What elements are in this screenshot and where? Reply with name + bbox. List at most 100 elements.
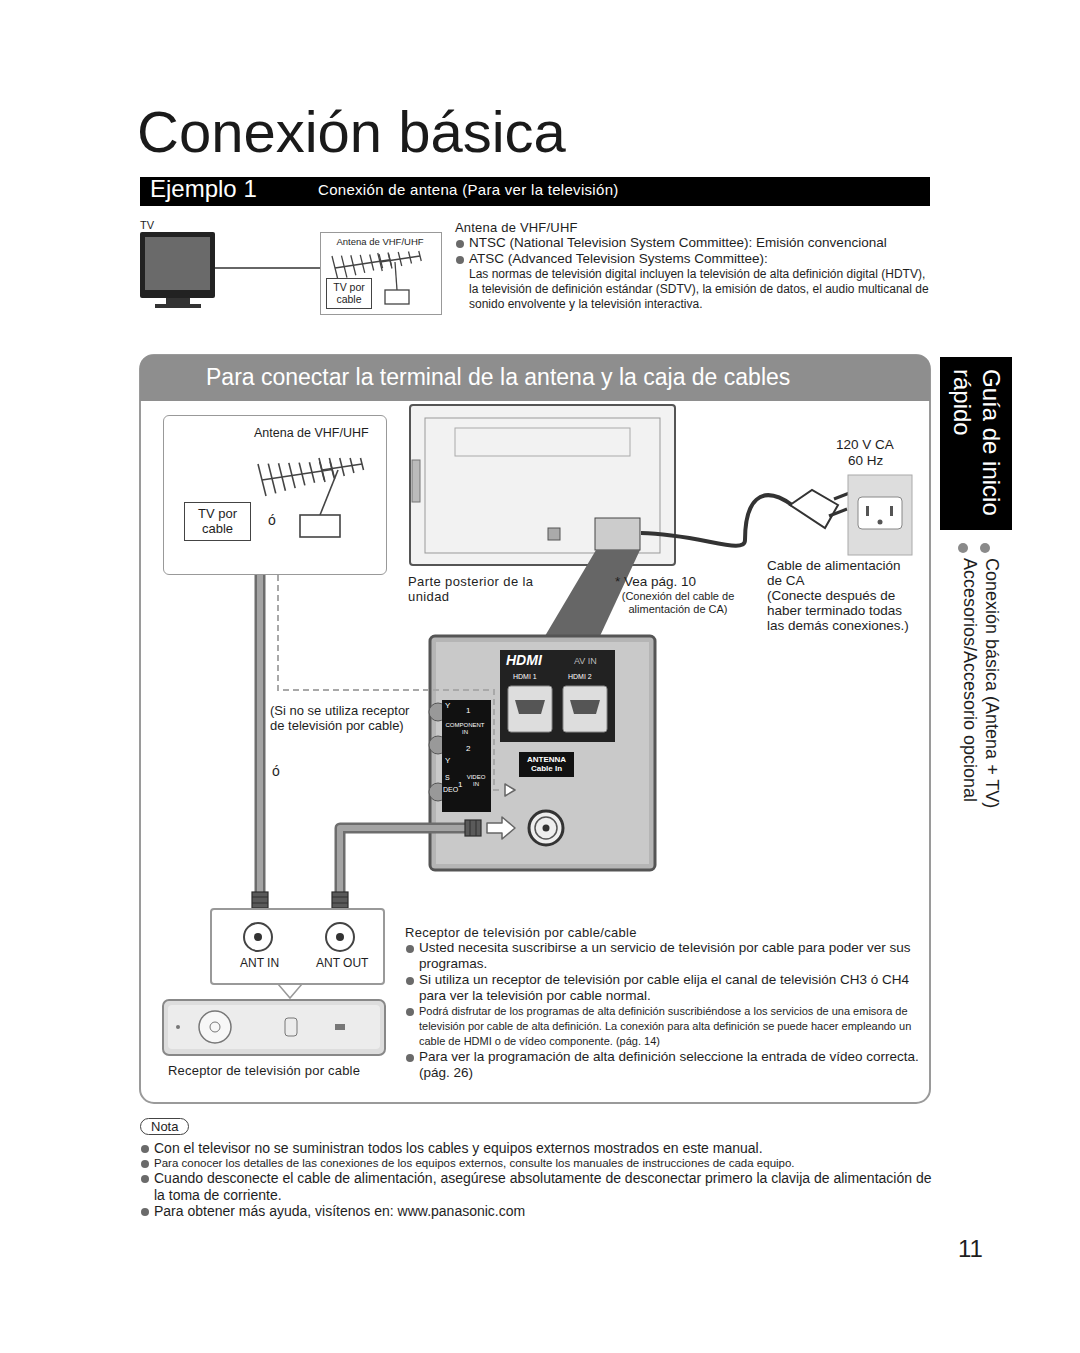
text-group: Con el televisor no se suministran todos… <box>140 1140 940 1220</box>
antenna-small-part <box>332 256 338 280</box>
ant-connectors-part <box>336 933 344 941</box>
label-text: Guía de inicio rápido <box>942 357 1012 530</box>
tv-rear-part <box>412 460 420 502</box>
text-group: Receptor de televisión por cable/cableUs… <box>405 925 927 1081</box>
antenna-big-part <box>258 464 266 496</box>
label-text: HDMI <box>506 652 542 669</box>
hdmi-panel-part-part-part <box>515 700 545 714</box>
cable-receiver-part <box>168 1005 380 1049</box>
hdmi-panel-part-part-part <box>508 686 552 732</box>
label-text: ó <box>272 763 280 780</box>
label-text: S <box>445 774 450 782</box>
coax-cable <box>332 817 515 908</box>
cable-receiver-part <box>163 1000 385 1055</box>
label-text: TV <box>140 219 154 232</box>
antenna-small-part <box>370 255 374 271</box>
callout-box: ANT INANT OUT <box>210 908 385 985</box>
hdmi-panel-part-part <box>508 686 607 732</box>
label-text: Usted necesita suscribirse a un servicio… <box>405 940 927 972</box>
label-text: Si utiliza un receptor de televisión por… <box>405 972 927 1004</box>
label-text: TV por cable <box>187 506 248 537</box>
label-text: DEO <box>443 786 458 794</box>
coax-cable-part <box>252 892 268 908</box>
antenna-small-part <box>360 255 365 273</box>
text-group: * Vea pág. 10(Conexión del cable de alim… <box>603 574 753 616</box>
label-text: HDMI 1 <box>513 673 537 681</box>
wall-outlet-part <box>858 497 902 529</box>
label-text: Para ver la programación de alta definic… <box>405 1049 927 1081</box>
cable-receiver-part <box>335 1024 345 1030</box>
coax-cable-part <box>340 828 481 908</box>
cable-tv-box: TV por cable <box>326 278 372 309</box>
label-text: ATSC (Advanced Television Systems Commit… <box>455 251 933 267</box>
antenna-small-part <box>398 252 402 266</box>
tv-rear-part <box>410 405 675 565</box>
label-text: AV IN <box>574 656 597 667</box>
label-text: (Conecte después de haber terminado toda… <box>767 588 917 633</box>
jack-panel-part <box>436 642 649 864</box>
power-plug <box>641 490 852 546</box>
antenna-terminal-part-part <box>535 817 557 839</box>
coax-cable-part-part <box>252 897 268 898</box>
antenna-big-part <box>361 458 364 470</box>
ant-connectors-part <box>244 923 272 951</box>
label-text: Cable de alimentación de CA <box>767 558 917 588</box>
coax-cable-part <box>257 575 263 908</box>
coax-cable-part-part <box>332 897 348 898</box>
antenna-big-part <box>299 463 305 486</box>
label-text: NTSC (National Television System Committ… <box>455 235 933 251</box>
label-text: 1 <box>466 706 470 715</box>
wall-outlet-part <box>890 506 893 516</box>
antenna-big-part <box>340 458 345 476</box>
tab-band: Guía de inicio rápido <box>940 357 1012 530</box>
tv-rear-part <box>548 528 560 540</box>
label-text: VIDEO IN <box>464 774 488 788</box>
antenna-big-part <box>329 458 334 479</box>
antenna-small-part <box>388 253 392 269</box>
wall-outlet-part <box>878 520 883 525</box>
antenna-big <box>258 458 364 537</box>
label-text: Antena de VHF/UHF <box>254 426 369 441</box>
antenna-small-part <box>395 262 397 290</box>
antenna-big-part <box>319 458 325 482</box>
wall-outlet <box>848 475 912 555</box>
antenna-big-part <box>279 463 286 490</box>
dashed-connector-part <box>505 784 515 796</box>
label-text: Antena de VHF/UHF <box>321 236 439 247</box>
label-text: ANTENNA Cable In <box>519 752 574 777</box>
label-text: Y <box>445 756 450 765</box>
jack-panel-part <box>430 636 655 870</box>
label-text: Para conocer los detalles de las conexio… <box>140 1157 940 1171</box>
coax-cable-part-part <box>465 820 481 836</box>
antenna-small-part <box>409 252 412 264</box>
label-text: Nota <box>151 1119 178 1134</box>
text-group: Antena de VHF/UHFNTSC (National Televisi… <box>455 220 933 312</box>
coax-cable-part-part <box>332 903 348 904</box>
label-text: 2 <box>466 744 470 753</box>
label-text: ó <box>268 512 276 529</box>
coax-cable-part <box>465 820 481 836</box>
bullet-dots-part <box>958 543 968 553</box>
antenna-small-part <box>351 255 356 275</box>
label-text: 60 Hz <box>848 453 883 469</box>
label-text: Receptor de televisión por cable <box>168 1063 360 1078</box>
small-tv-part <box>140 232 215 298</box>
page-title: Conexión básica <box>137 98 566 166</box>
antenna-big-part <box>300 515 340 537</box>
note-pill: Nota <box>140 1118 189 1135</box>
coax-cable-part <box>487 817 515 839</box>
label-text: 120 V CA <box>836 437 894 453</box>
antenna-box: Antena de VHF/UHF TV por cable <box>320 232 442 315</box>
cable-receiver-part <box>210 1022 220 1032</box>
power-plug-part <box>641 495 792 546</box>
jack-strip: Y1COMPONENT IN2YSDEO1VIDEO IN <box>442 700 491 812</box>
antenna-big-part <box>289 463 295 488</box>
antenna-big-part <box>309 462 314 483</box>
label-text: (Conexión del cable de alimentación de C… <box>603 590 753 616</box>
coax-cable-part <box>332 892 348 908</box>
wall-outlet-part <box>866 506 869 516</box>
ant-connectors-part <box>326 923 354 951</box>
label-text: Con el televisor no se suministran todos… <box>140 1140 940 1157</box>
antenna-big-part <box>350 458 354 473</box>
